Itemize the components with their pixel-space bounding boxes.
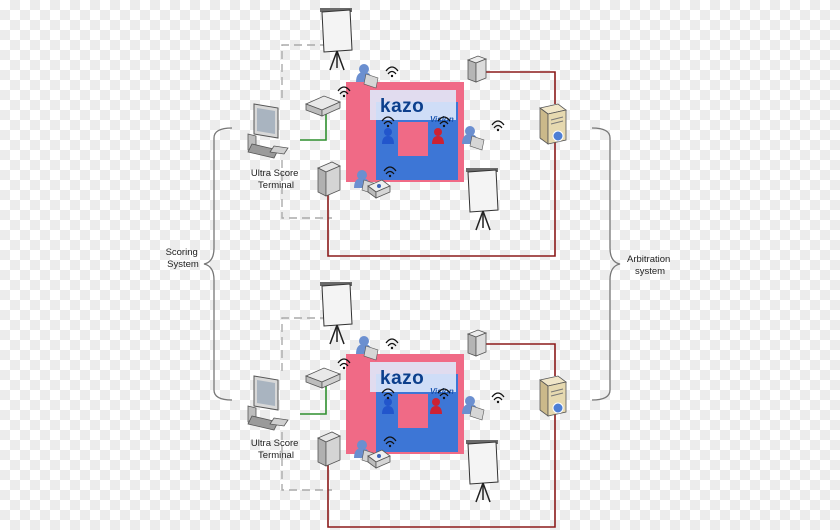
server-icon <box>539 103 567 145</box>
terminal-bottom-line1: Ultra Score <box>251 438 299 449</box>
arbitration-system-line1: Arbitration <box>627 254 670 265</box>
kazo-logo: kazo <box>380 96 424 117</box>
terminal-label-bottom: Ultra Score Terminal <box>251 438 301 461</box>
dashed-connector <box>281 317 332 491</box>
wireless-icon <box>491 392 505 404</box>
projector-screen-icon <box>465 439 499 503</box>
arbitration-system-line2: system <box>635 266 665 277</box>
arbitration-connector <box>327 71 556 257</box>
terminal-bottom-line2: Terminal <box>258 450 294 461</box>
projector-screen-icon <box>319 7 353 71</box>
kazo-logo-sub: Vision <box>430 115 454 124</box>
scoreboard-device-icon <box>317 161 341 197</box>
competition-mat-center <box>398 122 428 156</box>
dashed-connector <box>281 44 332 219</box>
terminal-top-line2: Terminal <box>258 180 294 191</box>
terminal-label-top: Ultra Score Terminal <box>251 168 301 191</box>
kazo-logo-sub: Vision <box>430 387 454 396</box>
arbitration-brace-icon <box>591 127 621 401</box>
logo-panel <box>370 362 456 392</box>
projector-screen-icon <box>319 281 353 345</box>
scoring-system-line2: System <box>167 259 199 270</box>
tower-icon <box>467 55 487 83</box>
server-icon <box>539 375 567 417</box>
wireless-icon <box>385 338 399 350</box>
referee-icon <box>461 395 485 421</box>
router-icon <box>305 367 341 389</box>
terminal-connector <box>300 384 327 415</box>
arbitration-connector <box>327 343 556 528</box>
terminal-top-line1: Ultra Score <box>251 168 299 179</box>
wireless-icon <box>491 120 505 132</box>
scoring-brace-icon <box>203 127 233 401</box>
computer-terminal-icon <box>247 375 289 431</box>
kazo-logo: kazo <box>380 368 424 389</box>
wireless-icon <box>385 66 399 78</box>
router-icon <box>305 95 341 117</box>
scoring-system-line1: Scoring <box>166 247 198 258</box>
scoreboard-device-icon <box>317 431 341 467</box>
terminal-connector <box>300 110 327 141</box>
referee-icon <box>461 125 485 151</box>
competition-mat-center <box>398 394 428 428</box>
scoring-system-label: Scoring System <box>166 247 201 270</box>
top-court-group: kazo Vision Ultra Score Terminal <box>247 7 567 257</box>
arbitration-system-label: Arbitration system <box>627 254 673 277</box>
logo-panel <box>370 90 456 120</box>
projector-screen-icon <box>465 167 499 231</box>
bottom-court-group: kazo Vision Ultra Score Terminal <box>247 281 567 528</box>
tower-icon <box>467 329 487 357</box>
computer-terminal-icon <box>247 103 289 159</box>
